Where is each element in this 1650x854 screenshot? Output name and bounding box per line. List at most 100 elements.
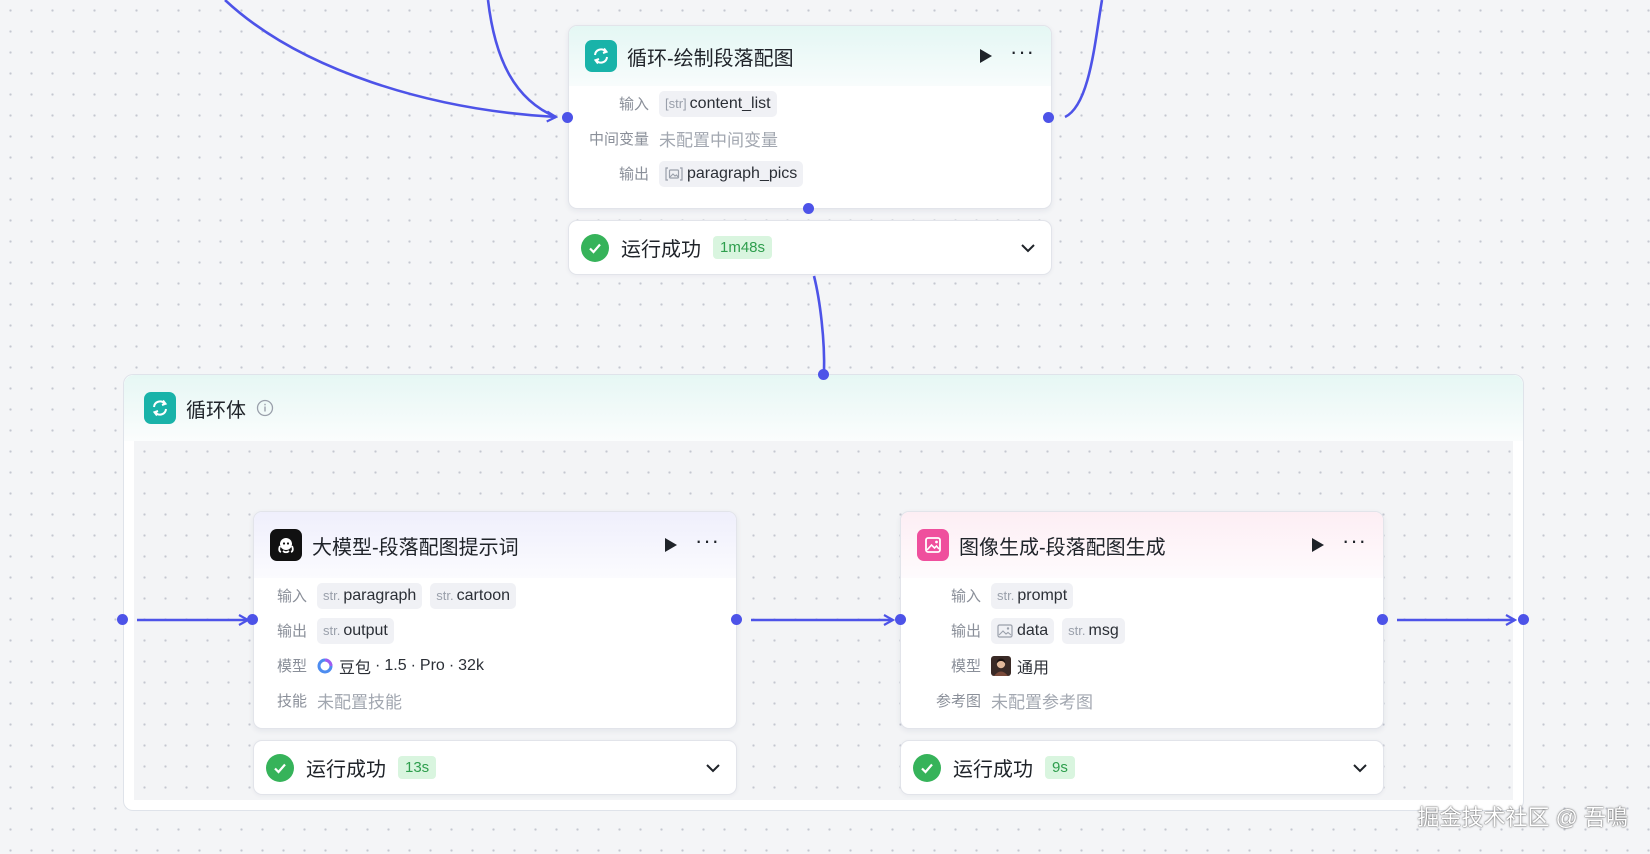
wire-to-top-right [1064,0,1104,119]
image-gen-icon [917,529,949,561]
chevron-down-icon[interactable] [1019,239,1037,262]
image-node-output-port[interactable] [1377,614,1388,625]
image-node[interactable]: 图像生成-段落配图生成 ··· 输入 str. prompt 输出 data s… [900,511,1384,729]
duration-badge: 13s [398,756,437,779]
model-tier: Pro [419,656,445,674]
str-type-tag: str. [323,623,341,638]
status-text: 运行成功 [621,239,701,261]
status-text: 运行成功 [306,759,386,781]
model-value: 通用 [991,654,1049,678]
play-icon[interactable] [1312,538,1325,552]
llm-node-status-bar[interactable]: 运行成功 13s [253,740,737,795]
duration-badge: 1m48s [713,236,773,259]
image-model-row: 模型 通用 [901,648,1383,683]
model-label: 模型 [950,658,981,675]
loop-body-left-port[interactable] [117,614,128,625]
model-label: 模型 [276,658,307,675]
model-name: 豆包 [339,659,372,677]
str-type-tag: str. [323,588,341,603]
image-node-status-bar[interactable]: 运行成功 9s [900,740,1384,795]
llm-output-row: 输出 str. output [254,613,736,648]
loop-body-right-port[interactable] [1518,614,1529,625]
str-type-tag: str. [997,588,1015,603]
model-avatar-icon [991,655,1011,676]
loop-node-input-port[interactable] [562,112,573,123]
output-variable: output [343,621,388,639]
llm-node-title: 大模型-段落配图提示词 [312,536,519,559]
llm-model-row: 模型 豆包 · 1.5 · Pro · 32k [254,648,736,683]
input-label: 输入 [276,588,307,605]
input-chip-cartoon: str. cartoon [430,582,517,609]
variable-empty-text: 未配置中间变量 [659,131,778,150]
llm-node-header: 大模型-段落配图提示词 ··· [254,512,736,578]
llm-skill-row: 技能 未配置技能 [254,683,736,718]
loop-node-output-row: 输出 paragraph_pics [569,156,1051,191]
input-variable: content_list [689,94,771,112]
output-chip-data: data [991,617,1055,644]
output-label: 输出 [276,623,307,640]
success-check-icon [581,233,609,262]
model-value: 豆包 · 1.5 · Pro · 32k [317,654,484,678]
llm-node-output-port[interactable] [731,614,742,625]
input-chip: [str] content_list [659,90,777,117]
wire-from-top-left [224,0,556,117]
wire-from-top-center [486,0,557,119]
input-label: 输入 [618,96,649,113]
llm-node-input-port[interactable] [247,614,258,625]
loop-node-output-port[interactable] [1043,112,1054,123]
success-check-icon [266,753,294,782]
input-chip-prompt: str. prompt [991,582,1074,609]
more-icon[interactable]: ··· [1342,528,1367,553]
array-type-tag: [str] [665,96,687,111]
output-label: 输出 [618,166,649,183]
loop-body-header: 循环体 [124,375,1523,441]
input-variable: cartoon [456,586,511,604]
input-label: 输入 [950,588,981,605]
skill-label: 技能 [276,693,307,710]
loop-icon [144,392,176,424]
image-node-input-port[interactable] [895,614,906,625]
loop-node-header: 循环-绘制段落配图 ··· [569,26,1051,86]
reference-empty-text: 未配置参考图 [991,693,1093,712]
input-variable: paragraph [343,586,417,604]
image-type-icon [997,623,1013,638]
loop-body-top-port[interactable] [818,369,829,380]
loop-node-status-bar[interactable]: 运行成功 1m48s [568,220,1052,275]
variable-label: 中间变量 [588,131,649,148]
input-variable: prompt [1017,586,1068,604]
model-version: 1.5 [384,656,407,674]
info-icon[interactable] [256,399,274,417]
image-node-title: 图像生成-段落配图生成 [959,536,1166,559]
llm-model-icon [270,529,302,561]
watermark: 掘金技术社区 @ 吾鳴 [1417,805,1628,830]
loop-body-title: 循环体 [186,399,246,422]
reference-image-label: 参考图 [935,693,981,710]
output-chip: str. output [317,617,394,644]
image-array-icon [665,166,683,181]
output-chip: paragraph_pics [659,160,804,187]
loop-icon [585,40,617,72]
play-icon[interactable] [980,49,993,63]
output-variable: paragraph_pics [687,164,798,182]
image-node-header: 图像生成-段落配图生成 ··· [901,512,1383,578]
llm-input-row: 输入 str. paragraph str. cartoon [254,578,736,613]
more-icon[interactable]: ··· [1010,39,1035,64]
output-variable: data [1017,621,1049,639]
more-icon[interactable]: ··· [695,528,720,553]
output-chip-msg: str. msg [1062,617,1125,644]
loop-node[interactable]: 循环-绘制段落配图 ··· 输入 [str] content_list 中间变量… [568,25,1052,209]
chevron-down-icon[interactable] [704,759,722,782]
skill-empty-text: 未配置技能 [317,693,402,712]
str-type-tag: str. [1068,623,1086,638]
loop-node-variable-row: 中间变量 未配置中间变量 [569,121,1051,156]
llm-node[interactable]: 大模型-段落配图提示词 ··· 输入 str. paragraph str. c… [253,511,737,729]
image-ref-row: 参考图 未配置参考图 [901,683,1383,718]
play-icon[interactable] [665,538,678,552]
loop-node-title: 循环-绘制段落配图 [627,47,794,70]
chevron-down-icon[interactable] [1351,759,1369,782]
duration-badge: 9s [1045,756,1075,779]
model-name: 通用 [1017,659,1050,677]
model-context: 32k [458,656,484,674]
loop-node-body-port[interactable] [803,203,814,214]
loop-node-input-row: 输入 [str] content_list [569,86,1051,121]
